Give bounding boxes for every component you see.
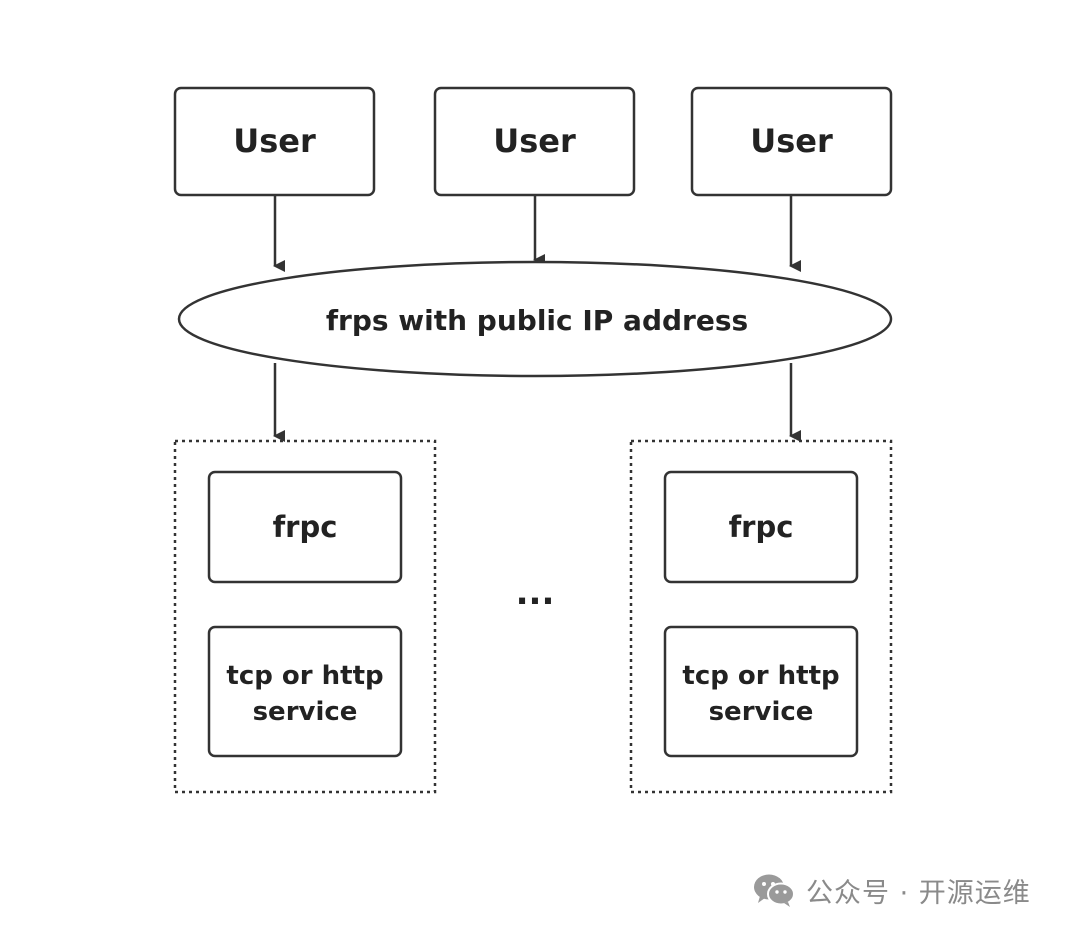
more-clients-ellipsis: ... <box>516 573 555 613</box>
frpc-node-right: frpc <box>663 470 859 584</box>
service-node-right-line1: tcp or http <box>682 661 839 691</box>
service-node-left-line2: service <box>253 697 358 727</box>
client-group-left: frpc tcp or http service <box>173 439 437 794</box>
service-node-left: tcp or http service <box>207 625 403 758</box>
client-group-right: frpc tcp or http service <box>629 439 893 794</box>
frpc-node-left-label: frpc <box>273 510 338 544</box>
watermark-text: 公众号 · 开源运维 <box>806 877 1031 909</box>
user-node-3-label: User <box>750 122 833 160</box>
frpc-node-left: frpc <box>207 470 403 584</box>
service-node-left-line1: tcp or http <box>226 661 383 691</box>
watermark: 公众号 · 开源运维 <box>752 866 1031 914</box>
service-node-right: tcp or http service <box>663 625 859 758</box>
user-node-1-label: User <box>233 122 316 160</box>
user-node-3: User <box>690 86 893 197</box>
user-node-2: User <box>433 86 636 197</box>
user-node-2-label: User <box>493 122 576 160</box>
frps-node-label: frps with public IP address <box>326 304 748 337</box>
wechat-icon <box>752 871 796 909</box>
service-node-right-line2: service <box>709 697 814 727</box>
user-node-1: User <box>173 86 376 197</box>
frps-node: frps with public IP address <box>177 260 893 378</box>
frpc-node-right-label: frpc <box>729 510 794 544</box>
